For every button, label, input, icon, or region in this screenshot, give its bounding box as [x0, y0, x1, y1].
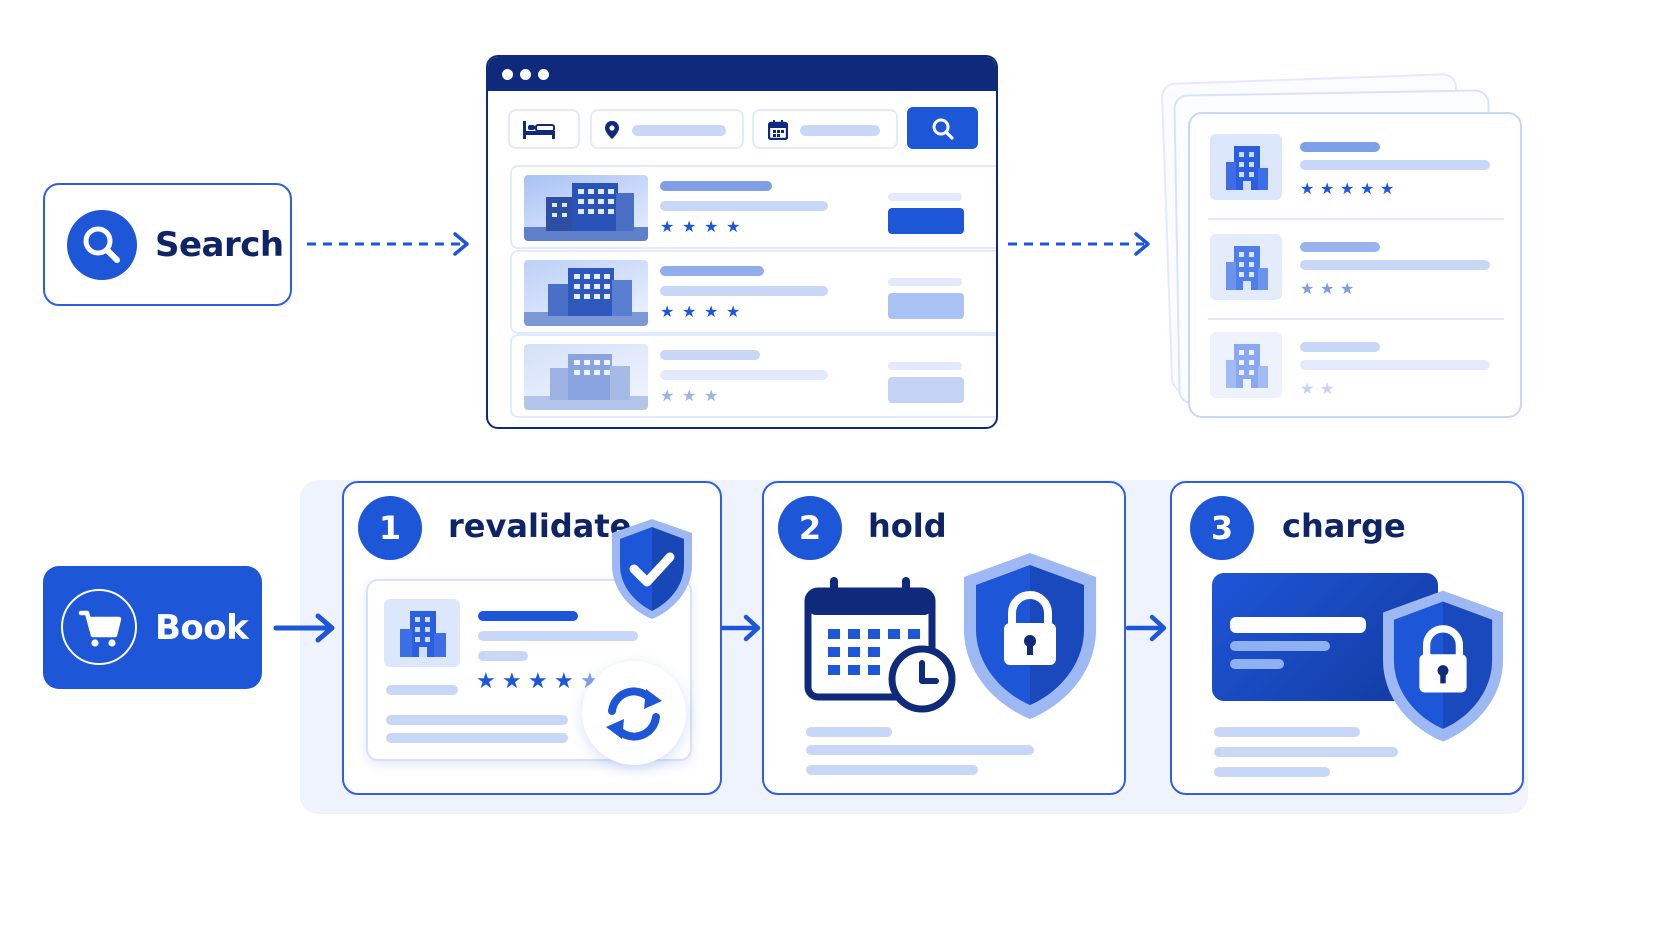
shield-lock-icon — [1383, 590, 1503, 742]
shield-lock-icon — [964, 553, 1096, 719]
browser-window: ★ ★ ★ ★ ★ ★ ★ ★ — [486, 55, 998, 429]
step-charge-card: 3 charge — [1170, 481, 1524, 795]
star-icon: ★ — [1320, 279, 1335, 298]
building-icon — [1210, 134, 1282, 200]
hotel-filter[interactable] — [508, 109, 580, 149]
star-icon: ★ — [704, 386, 719, 405]
select-button[interactable] — [888, 377, 964, 403]
star-icon: ★ — [660, 217, 675, 236]
dashed-arrow-to-results — [1008, 232, 1150, 256]
book-label: Book — [155, 608, 249, 648]
star-icon: ★ — [704, 302, 719, 321]
dashed-arrow-to-browser — [307, 232, 469, 256]
result-list-card: ★★★★★ ★★★ ★★ — [1188, 112, 1522, 418]
step-number: 2 — [778, 496, 842, 560]
star-icon: ★ — [554, 669, 574, 694]
hotel-photo — [524, 175, 648, 241]
star-rating: ★★★★★ — [476, 669, 600, 694]
step-hold-card: 2 hold — [762, 481, 1126, 795]
building-icon — [1210, 332, 1282, 398]
star-icon: ★ — [502, 669, 522, 694]
calendar-icon — [768, 120, 788, 140]
star-icon: ★ — [1300, 179, 1315, 198]
star-icon: ★ — [476, 669, 496, 694]
result-row[interactable]: ★ ★ ★ ★ — [510, 165, 996, 249]
star-rating: ★ ★ ★ ★ — [660, 303, 750, 321]
star-icon: ★ — [1320, 179, 1335, 198]
dates-filter[interactable] — [752, 109, 898, 149]
search-icon — [932, 118, 954, 140]
star-icon: ★ — [660, 302, 675, 321]
step-label: charge — [1282, 507, 1406, 545]
step-label: revalidate — [448, 507, 632, 545]
cart-icon — [61, 589, 137, 665]
result-row[interactable]: ★ ★ ★ — [510, 334, 996, 418]
star-icon: ★ — [682, 302, 697, 321]
star-rating: ★ ★ ★ — [660, 387, 750, 405]
star-rating: ★★ — [1300, 380, 1410, 398]
browser-titlebar — [488, 57, 996, 91]
step-number: 3 — [1190, 496, 1254, 560]
hotel-photo — [524, 344, 648, 410]
star-icon: ★ — [1340, 179, 1355, 198]
star-icon: ★ — [1300, 279, 1315, 298]
building-icon — [384, 599, 460, 667]
star-rating: ★ ★ ★ ★ — [660, 218, 750, 236]
star-icon: ★ — [1320, 379, 1335, 398]
search-pill[interactable]: Search — [43, 183, 292, 306]
step-number: 1 — [358, 496, 422, 560]
shield-check-icon — [612, 519, 692, 619]
star-icon: ★ — [1360, 179, 1375, 198]
star-icon: ★ — [726, 302, 741, 321]
star-icon: ★ — [1380, 179, 1395, 198]
search-label: Search — [155, 225, 284, 265]
refresh-icon — [582, 661, 686, 765]
arrow-book-to-revalidate — [273, 613, 335, 643]
star-icon: ★ — [704, 217, 719, 236]
step-revalidate-card: 1 revalidate ★★★★★ — [342, 481, 722, 795]
search-icon — [67, 210, 137, 280]
star-icon: ★ — [1340, 279, 1355, 298]
step-label: hold — [868, 507, 947, 545]
star-icon: ★ — [682, 386, 697, 405]
location-pin-icon — [605, 121, 619, 139]
location-filter[interactable] — [590, 109, 744, 149]
star-icon: ★ — [726, 217, 741, 236]
hotel-photo — [524, 260, 648, 326]
select-button[interactable] — [888, 208, 964, 234]
star-icon: ★ — [1300, 379, 1315, 398]
book-pill[interactable]: Book — [43, 566, 262, 689]
star-icon: ★ — [682, 217, 697, 236]
star-rating: ★ ★ ★ ★ ★ — [1300, 180, 1410, 198]
building-icon — [1210, 234, 1282, 300]
star-icon: ★ — [528, 669, 548, 694]
select-button[interactable] — [888, 293, 964, 319]
arrow-hold-to-charge — [1125, 614, 1167, 642]
result-row[interactable]: ★ ★ ★ ★ — [510, 250, 996, 334]
star-rating: ★ ★ ★ — [1300, 280, 1410, 298]
bed-icon — [523, 121, 555, 139]
arrow-revalidate-to-hold — [719, 614, 761, 642]
calendar-clock-icon — [804, 577, 956, 713]
browser-search-button[interactable] — [907, 107, 978, 149]
star-icon: ★ — [660, 386, 675, 405]
